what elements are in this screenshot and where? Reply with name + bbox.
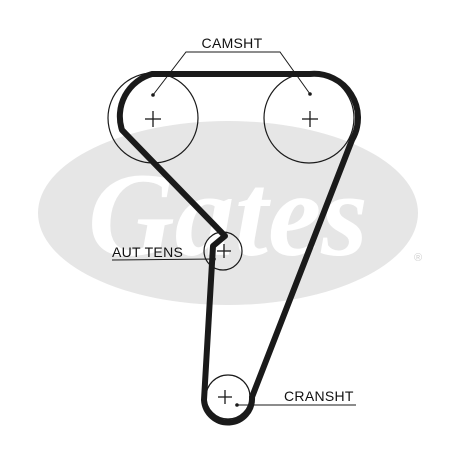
crankshaft-label: CRANSHT	[284, 388, 354, 404]
camshaft-pulley-right	[263, 72, 355, 164]
watermark-ellipse	[38, 121, 418, 305]
camshaft-label: CAMSHT	[202, 35, 263, 51]
watermark-registered-mark: ®	[414, 252, 422, 264]
pulley-outline	[263, 72, 355, 164]
pulley-outline	[205, 374, 251, 420]
pulley-outline	[107, 72, 199, 164]
crankshaft-pulley	[205, 374, 251, 420]
timing-belt	[116, 70, 361, 426]
tensioner-label: AUT TENS	[112, 244, 183, 260]
tensioner-leader-line	[111, 258, 215, 261]
crankshaft-callout: CRANSHT	[237, 388, 356, 406]
pulley-outline	[203, 231, 243, 271]
camshaft-callout: CAMSHT	[152, 35, 311, 96]
tensioner-pulley	[203, 231, 243, 271]
watermark-logo: Gates ®	[38, 121, 422, 305]
tensioner-callout: AUT TENS	[111, 244, 215, 261]
camshaft-leader-line	[152, 51, 311, 96]
